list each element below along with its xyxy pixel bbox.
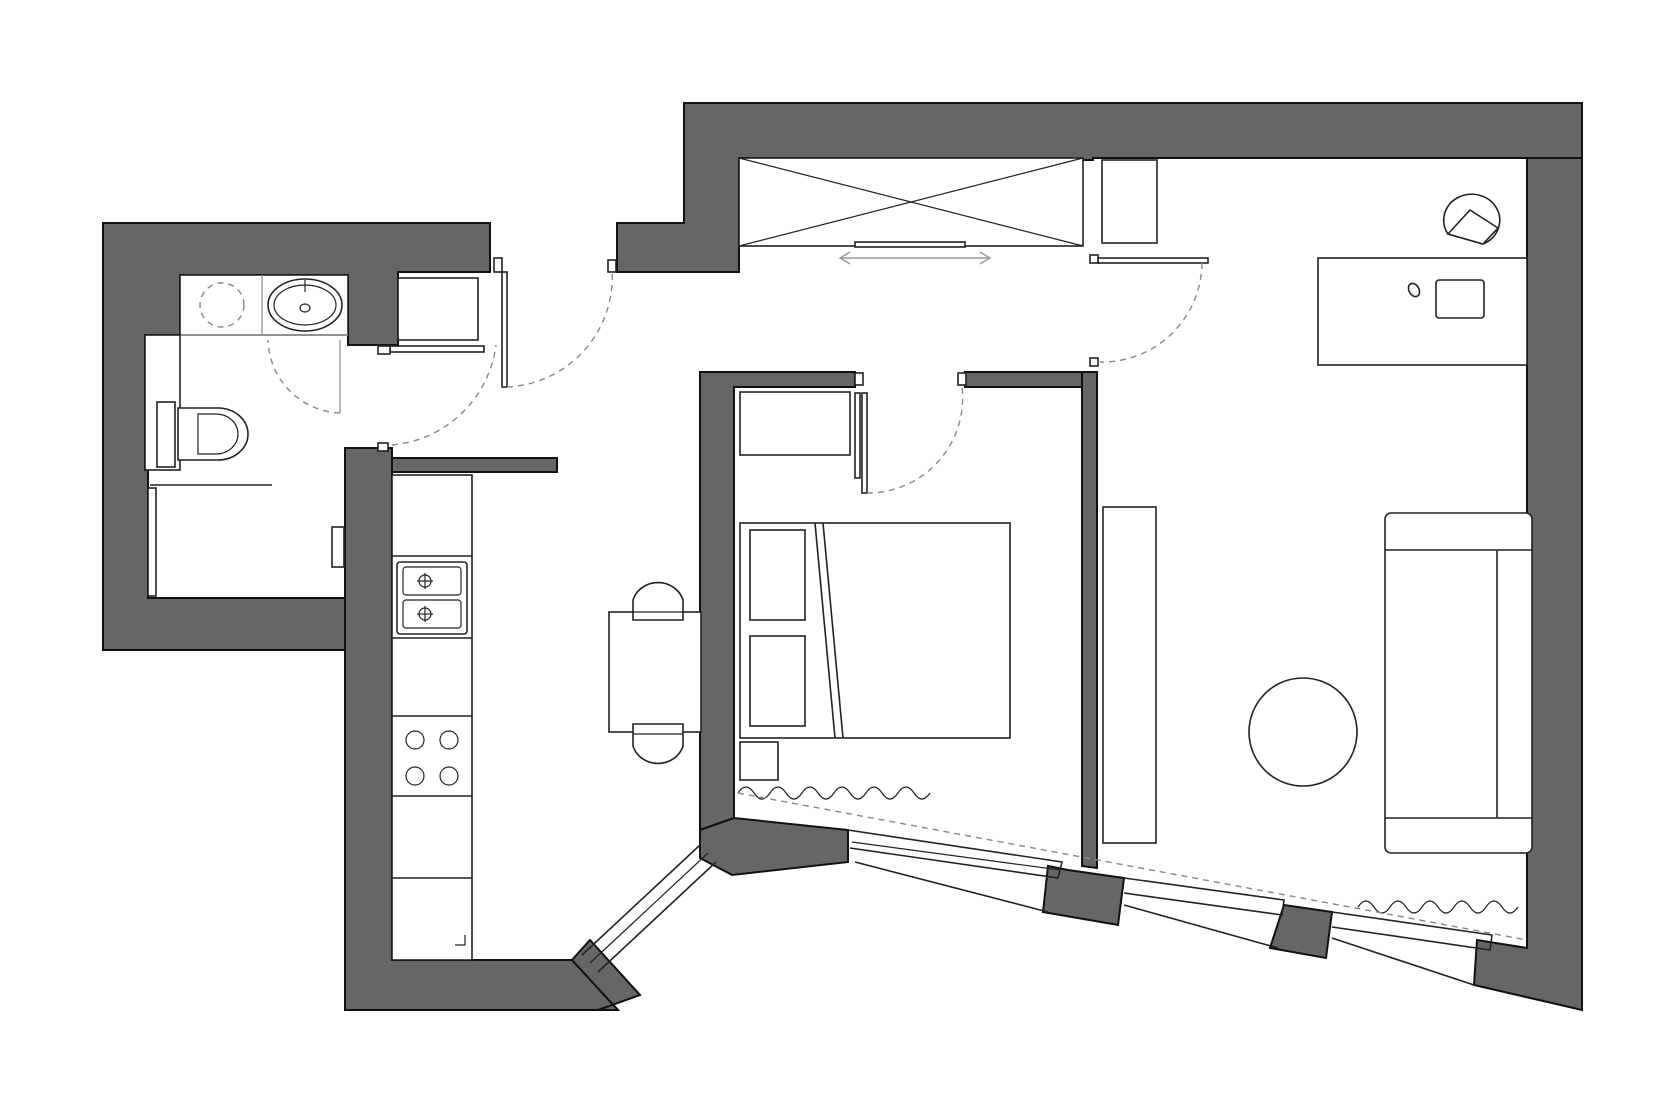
window-icon <box>581 844 717 973</box>
windows <box>581 829 1493 986</box>
door-swing-icon <box>493 257 617 388</box>
curtain-icon <box>737 786 931 800</box>
chair-icon <box>632 723 684 765</box>
window-icon <box>1331 911 1493 986</box>
bedroom <box>739 391 1011 781</box>
door-swing-icon <box>1089 254 1209 367</box>
window-icon <box>1123 877 1285 949</box>
door-swing-icon <box>854 372 967 494</box>
door-swing-icon <box>377 277 485 355</box>
curtain-track <box>737 792 1528 941</box>
stove-burner-icon <box>405 730 459 786</box>
wall-bottom-pier-2 <box>1041 864 1126 927</box>
washer <box>147 487 157 597</box>
entry-cabinet <box>1101 159 1158 244</box>
wardrobe-door-track <box>854 241 966 248</box>
shower-drain <box>199 282 245 328</box>
entry-closet <box>738 157 1158 265</box>
chair-icon <box>632 581 684 621</box>
bedroom-wardrobe <box>739 391 851 456</box>
towel-rail <box>331 526 345 568</box>
coffee-table <box>1248 677 1358 787</box>
door-swing-icon <box>267 339 341 414</box>
wall-kitchen <box>344 447 621 1011</box>
bathroom <box>144 274 349 597</box>
laptop <box>1435 279 1485 319</box>
window-icon <box>847 829 1063 913</box>
door-swing-icon <box>377 344 497 452</box>
mouse <box>1407 282 1421 298</box>
desk <box>1317 257 1528 366</box>
curtain-icon <box>1357 900 1519 914</box>
walls <box>102 102 1583 1012</box>
toilet-icon <box>177 407 249 461</box>
tv-console <box>1102 506 1157 844</box>
chair-icon <box>1442 193 1501 245</box>
curtains <box>737 786 1528 941</box>
sliding-door-arrow-icon <box>838 251 992 265</box>
pillow <box>749 635 806 727</box>
kitchen-counter <box>391 474 473 961</box>
wall-bedroom-living-divider <box>1081 371 1098 870</box>
wall-kitchen-partition <box>391 457 558 473</box>
toilet-tank <box>156 401 176 468</box>
wardrobe-side-panel <box>854 392 861 479</box>
doors <box>267 254 1209 494</box>
sink-icon <box>267 278 343 332</box>
wall-bottom-pier-3 <box>1268 903 1334 960</box>
dining-table <box>608 611 702 733</box>
sofa <box>1384 512 1533 854</box>
wall-bedroom-top-right <box>964 371 1083 388</box>
pillow <box>749 529 806 621</box>
living-room <box>1102 193 1533 854</box>
wall-corner-pier <box>570 938 642 1011</box>
sink-icon <box>396 561 468 635</box>
wall-bedroom-bottom <box>699 816 849 877</box>
kitchen <box>391 474 702 961</box>
nightstand <box>739 741 779 781</box>
